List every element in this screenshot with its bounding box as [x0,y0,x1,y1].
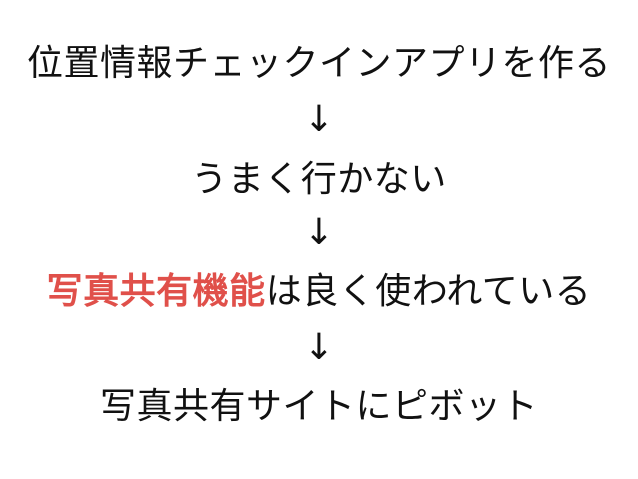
down-arrow-icon: ↓ [303,327,335,368]
step-photo-feature-used: 写真共有機能は良く使われている [0,270,638,314]
step-pivot: 写真共有サイトにピボット [99,386,538,427]
step-not-going-well: うまく行かない [191,159,447,200]
down-arrow-icon: ↓ [303,99,335,140]
down-arrow-icon: ↓ [303,212,335,253]
step-photo-feature-rest: は良く使われている [265,271,592,312]
highlight-photo-sharing: 写真共有機能 [46,271,266,312]
step-checkin-app: 位置情報チェックインアプリを作る [26,43,611,84]
